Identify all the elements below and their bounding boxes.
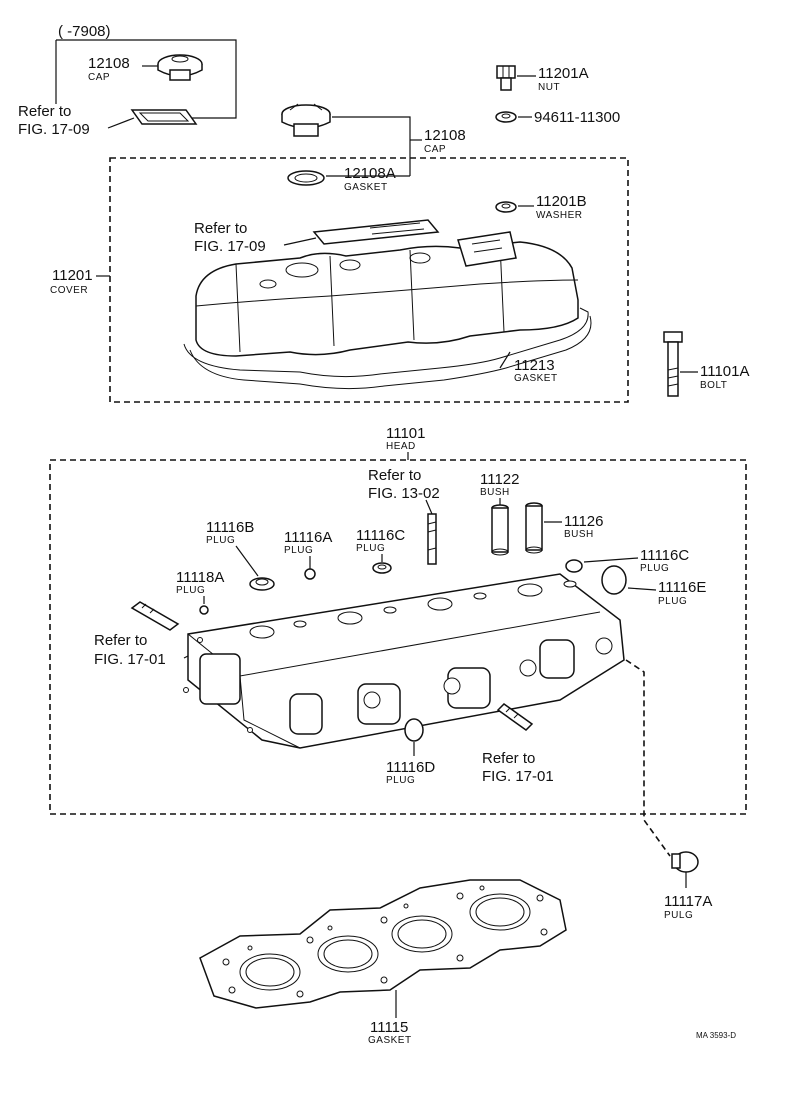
cap-number: 12108 [424, 127, 466, 144]
cap-small-name: CAP [88, 72, 110, 83]
nut-part [496, 65, 516, 91]
bush-a-number: 11122 [480, 471, 520, 488]
ref-1701-b-line1: Refer to [482, 750, 535, 767]
cap-gasket-number: 12108A [344, 165, 396, 182]
plug-e-part [601, 565, 627, 595]
ref-1709-a-line1: Refer to [18, 103, 71, 120]
serial-range-box: ( -7908) 12108 CAP Refer to FIG. 17-09 [18, 23, 237, 138]
plug-b-number: 11116B [206, 519, 254, 536]
bush-a-name: BUSH [480, 487, 510, 498]
cover-name: COVER [50, 285, 88, 296]
plug-c-number: 11116C [356, 527, 405, 544]
cap-name: CAP [424, 144, 446, 155]
plug-c2-part [565, 559, 583, 573]
washer-part [495, 201, 517, 213]
plug-d-number: 11116D [386, 759, 435, 776]
nut-number: 11201A [538, 65, 589, 82]
plug-d-part [404, 718, 424, 742]
ref-1701-a-line2: FIG. 17-01 [94, 651, 166, 668]
head-gasket-number: 11115 [370, 1019, 408, 1036]
cap-small-number: 12108 [88, 55, 130, 72]
plug-a-part [304, 568, 316, 580]
washer-number: 11201B [536, 193, 587, 210]
cap-gasket-part [287, 170, 325, 186]
plug-c-part [372, 562, 392, 574]
washer-name: WASHER [536, 210, 583, 221]
ref-1709-b-line2: FIG. 17-09 [194, 238, 266, 255]
cylinder-head-part [183, 573, 625, 749]
head-number: 11101 [386, 425, 426, 442]
bush-b-part [525, 502, 543, 554]
plug-c2-name: PLUG [640, 563, 669, 574]
plug-b-name: PLUG [206, 535, 235, 546]
pulg-name: PULG [664, 910, 693, 921]
bush-b-name: BUSH [564, 529, 594, 540]
washer-std-number: 94611-11300 [534, 109, 620, 126]
cover-gasket-name: GASKET [514, 373, 558, 384]
cover-number: 11201 [52, 267, 93, 284]
plug-b-part [249, 577, 275, 591]
plug-118a-name: PLUG [176, 585, 205, 596]
ref-1302-line2: FIG. 13-02 [368, 485, 440, 502]
head-port-5 [539, 639, 575, 679]
cap-part [281, 103, 331, 137]
ref-1701-a-line1: Refer to [94, 632, 147, 649]
gasket-plate-small [130, 109, 198, 125]
bolt-name: BOLT [700, 380, 727, 391]
ref-1709-a-line2: FIG. 17-09 [18, 121, 90, 138]
bolt-part [663, 331, 683, 397]
washer-std-part [495, 111, 517, 123]
bush-b-number: 11126 [564, 513, 604, 530]
ref-1701-b-line2: FIG. 17-01 [482, 768, 554, 785]
plug-d-name: PLUG [386, 775, 415, 786]
plug-118a-number: 11118A [176, 569, 224, 586]
plug-e-name: PLUG [658, 596, 687, 607]
cover-gasket-part [183, 307, 592, 390]
nut-name: NUT [538, 82, 560, 93]
head-gasket-name: GASKET [368, 1035, 412, 1046]
plug-c2-number: 11116C [640, 547, 689, 564]
plug-c-name: PLUG [356, 543, 385, 554]
head-port-2 [289, 693, 323, 735]
ref-1709-b-line1: Refer to [194, 220, 247, 237]
bush-a-part [491, 504, 509, 556]
head-group-box [49, 459, 747, 815]
cover-gasket-number: 11213 [514, 357, 555, 374]
cap-gasket-name: GASKET [344, 182, 388, 193]
bolt-number: 11101A [700, 363, 750, 380]
stud-left-part [130, 601, 180, 631]
head-name: HEAD [386, 441, 416, 452]
diagram-code: MA 3593-D [696, 1031, 736, 1040]
plug-118a-part [199, 605, 209, 615]
pulg-part [671, 851, 699, 873]
cylinder-head-cover-part [195, 231, 579, 357]
serial-range-label: ( -7908) [58, 23, 111, 40]
plug-a-number: 11116A [284, 529, 332, 546]
stud-bottom-part [496, 703, 534, 731]
pulg-dashed-leader [625, 659, 671, 857]
cover-nameplate [312, 219, 440, 245]
cap-small-part [157, 54, 203, 81]
ref-1302-line1: Refer to [368, 467, 421, 484]
pulg-number: 11117A [664, 893, 712, 910]
head-gasket-part [199, 879, 567, 1009]
stud-bolt-part [427, 513, 437, 565]
plug-a-name: PLUG [284, 545, 313, 556]
head-port-1 [199, 653, 241, 705]
plug-e-number: 11116E [658, 579, 706, 596]
cover-group-box [109, 157, 629, 403]
